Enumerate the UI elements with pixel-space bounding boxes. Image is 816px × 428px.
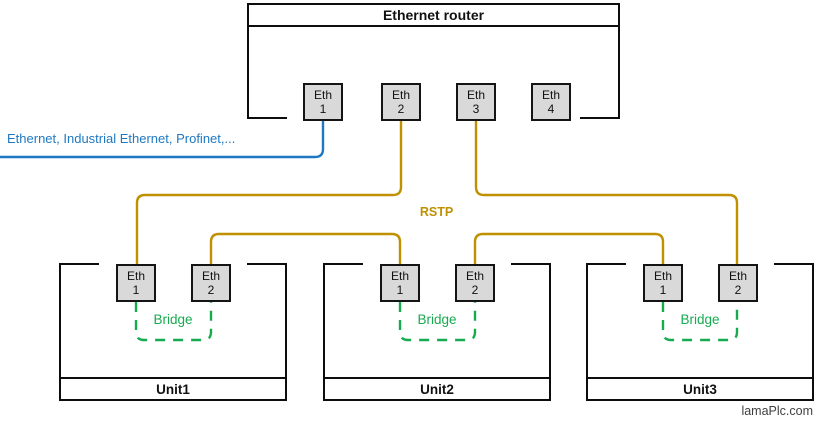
wire-unit2-eth2-to-unit3-eth1 — [473, 232, 665, 264]
watermark-text: lamaPlc.com — [741, 404, 813, 418]
ethernet-router-box: Ethernet router — [247, 3, 620, 119]
unit2-port-eth2: Eth 2 — [455, 264, 495, 302]
unit1-name: Unit1 — [59, 377, 287, 401]
unit1-port-eth2: Eth 2 — [191, 264, 231, 302]
port-number: 3 — [472, 102, 480, 116]
port-label: Eth — [313, 87, 332, 102]
bridge-wire-unit3 — [661, 302, 739, 342]
unit3-name: Unit3 — [586, 377, 814, 401]
port-label: Eth — [653, 268, 672, 283]
port-number: 1 — [132, 283, 140, 297]
wire-router-eth3-to-unit3-eth2 — [474, 121, 739, 264]
port-number: 2 — [207, 283, 215, 297]
rstp-label: RSTP — [419, 205, 454, 219]
ethernet-router-title: Ethernet router — [249, 5, 618, 27]
unit3-top-border-right-stub — [774, 263, 814, 265]
port-label: Eth — [391, 87, 410, 102]
router-bottom-border-left-stub — [247, 117, 287, 119]
bridge-wire-unit1 — [134, 302, 213, 342]
router-port-eth1: Eth 1 — [303, 83, 343, 121]
port-label: Eth — [126, 268, 145, 283]
uplink-protocols-label: Ethernet, Industrial Ethernet, Profinet,… — [7, 131, 236, 146]
wire-unit1-eth2-to-unit2-eth1 — [209, 232, 402, 264]
unit1-bridge-label: Bridge — [153, 312, 193, 327]
router-port-eth4: Eth 4 — [531, 83, 571, 121]
unit3-port-eth2: Eth 2 — [718, 264, 758, 302]
port-label: Eth — [201, 268, 220, 283]
port-number: 2 — [397, 102, 405, 116]
router-port-eth2: Eth 2 — [381, 83, 421, 121]
unit3-top-border-left-stub — [586, 263, 626, 265]
port-label: Eth — [465, 268, 484, 283]
uplink-wire — [0, 121, 325, 159]
unit3-bridge-label: Bridge — [680, 312, 720, 327]
unit3-box — [586, 263, 814, 377]
bridge-wire-unit2 — [398, 302, 477, 342]
unit1-port-eth1: Eth 1 — [116, 264, 156, 302]
port-label: Eth — [541, 87, 560, 102]
router-port-eth3: Eth 3 — [456, 83, 496, 121]
port-number: 4 — [547, 102, 555, 116]
unit2-box — [323, 263, 551, 377]
port-label: Eth — [466, 87, 485, 102]
unit2-top-border-left-stub — [323, 263, 363, 265]
unit2-top-border-right-stub — [511, 263, 551, 265]
unit2-bridge-label: Bridge — [417, 312, 457, 327]
port-number: 2 — [734, 283, 742, 297]
port-label: Eth — [390, 268, 409, 283]
port-number: 1 — [396, 283, 404, 297]
unit1-box — [59, 263, 287, 377]
unit1-top-border-left-stub — [59, 263, 99, 265]
unit2-port-eth1: Eth 1 — [380, 264, 420, 302]
port-number: 1 — [659, 283, 667, 297]
wire-router-eth2-to-unit1-eth1 — [135, 121, 403, 264]
unit1-top-border-right-stub — [247, 263, 287, 265]
router-bottom-border-right-stub — [580, 117, 620, 119]
unit3-port-eth1: Eth 1 — [643, 264, 683, 302]
port-number: 2 — [471, 283, 479, 297]
port-label: Eth — [728, 268, 747, 283]
unit2-name: Unit2 — [323, 377, 551, 401]
port-number: 1 — [319, 102, 327, 116]
